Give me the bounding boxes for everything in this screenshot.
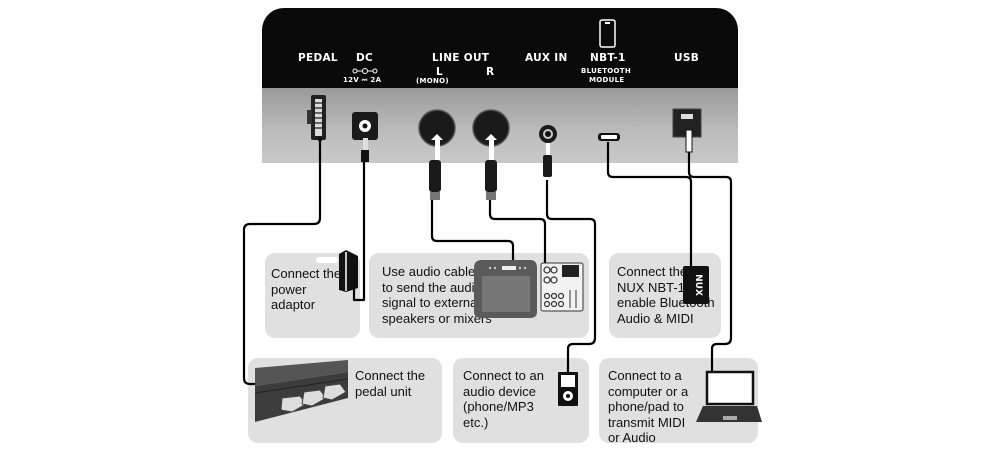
audio-out-text: Use audio cables to send the audio signa… [382, 264, 492, 326]
aux-in-label: AUX IN [525, 52, 568, 64]
line-out-l-jack-icon [418, 109, 456, 200]
cables [242, 140, 733, 386]
line-r-cable [488, 200, 547, 264]
line-out-r-jack-icon [472, 109, 510, 200]
line-r-label: R [486, 66, 495, 78]
aux-in-jack-icon [539, 125, 557, 177]
line-mono-label: (MONO) [416, 77, 449, 85]
nbt-sub1-label: BLUETOOTH [581, 67, 632, 75]
bluetooth-text: Connect the NUX NBT-1 to enable Bluetoot… [617, 264, 715, 326]
usb-text: Connect to a computer or a phone/pad to … [608, 368, 689, 445]
nux-module-icon: NUX [683, 266, 709, 304]
aux-cable [545, 180, 597, 372]
pedal-unit-icon [254, 360, 349, 422]
dc-polarity-icon [352, 68, 378, 74]
nbt-cable [606, 142, 693, 268]
usb-port-icon [672, 108, 702, 153]
nbt-label: NBT-1 [590, 52, 626, 64]
dc-label: DC [356, 52, 374, 64]
dc-jack-icon [352, 112, 378, 162]
line-l-cable [430, 200, 515, 262]
mixer-icon [540, 262, 584, 312]
pedal-cable [242, 140, 322, 386]
mp3-player-icon [558, 372, 578, 406]
usb-label: USB [674, 52, 699, 64]
nux-module-text: NUX [693, 274, 703, 296]
pedal-label: PEDAL [298, 52, 338, 64]
aux-text: Connect to an audio device (phone/MP3 et… [463, 368, 544, 430]
phone-icon [599, 19, 616, 48]
dc-cable [352, 160, 366, 302]
amplifier-icon [474, 260, 537, 318]
nbt-sub2-label: MODULE [589, 76, 625, 84]
line-out-label: LINE OUT [432, 52, 490, 64]
power-adaptor-icon [316, 250, 358, 292]
usb-cable [687, 150, 733, 372]
laptop-icon [696, 370, 762, 422]
nbt-slot-icon [598, 133, 620, 141]
rear-panel-label-strip [262, 8, 738, 88]
dc-spec-label: 12V ⎓ 2A [343, 76, 382, 84]
power-text: Connect the power adaptor [271, 266, 342, 312]
line-l-label: L [436, 66, 443, 78]
pedal-text: Connect the pedal unit [355, 368, 426, 399]
pedal-jack-icon [307, 95, 326, 142]
